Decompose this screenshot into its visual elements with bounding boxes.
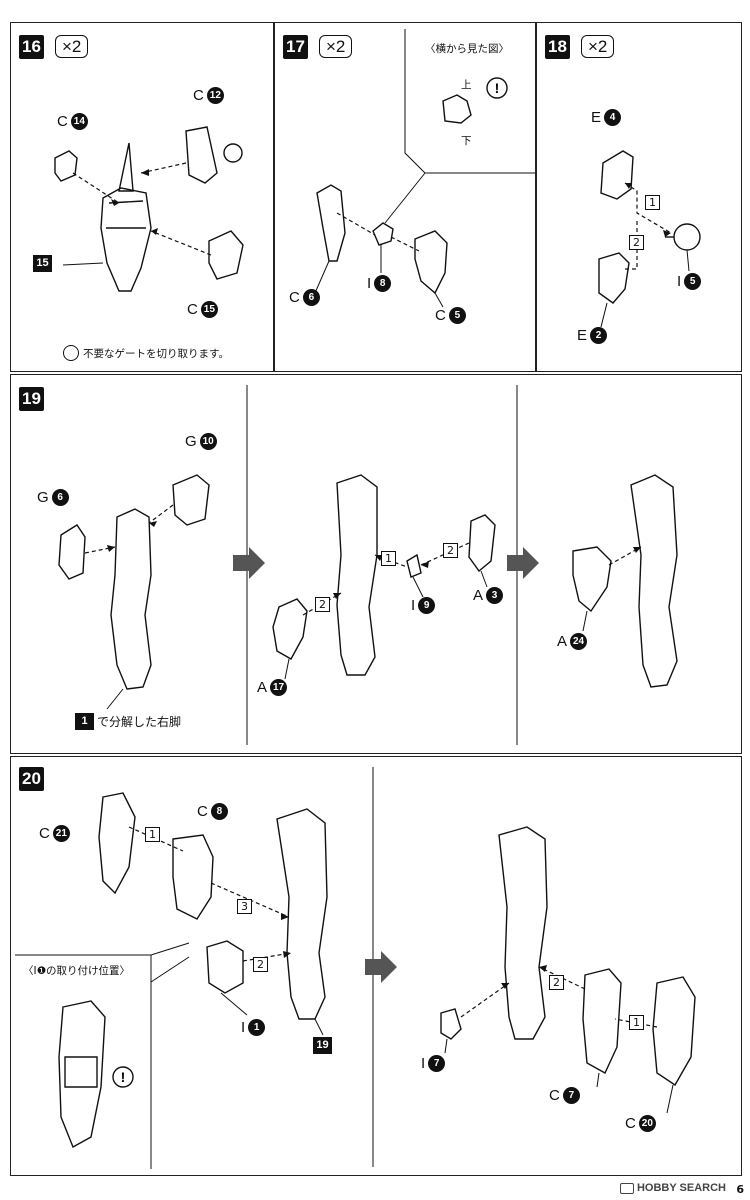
assembly-step-box: 1 [629, 1015, 644, 1030]
part-label-ref-15: 15 [33, 255, 52, 272]
camera-icon [619, 1182, 634, 1194]
step-number: 17 [283, 35, 308, 59]
inset-title: 〈横から見た図〉 [425, 43, 509, 55]
quantity-multiplier: ×2 [581, 35, 615, 58]
up-label: 上 [461, 79, 472, 91]
gate-cut-note: 不要なゲートを切り取ります。 [63, 345, 229, 361]
assembly-step-box: 2 [443, 543, 458, 558]
quantity-multiplier: ×2 [55, 35, 89, 58]
step-19-illustration [58, 385, 678, 745]
assembly-step-box: 2 [253, 957, 268, 972]
assembly-step-box: 2 [629, 235, 644, 250]
down-label: 下 [461, 135, 472, 147]
svg-text:!: ! [121, 1069, 126, 1085]
assembly-step-box: 1 [145, 827, 160, 842]
step-16-illustration [54, 126, 244, 292]
page-number: 6 [736, 1183, 744, 1196]
assembly-step-box: 2 [549, 975, 564, 990]
quantity-multiplier: ×2 [319, 35, 353, 58]
assembly-step-box: 3 [237, 899, 252, 914]
assembly-step-box: 1 [381, 551, 396, 566]
assembly-step-box: 2 [315, 597, 330, 612]
step-number: 18 [545, 35, 570, 59]
step-20-panel: 20 [10, 756, 742, 1176]
step-18-illustration [598, 150, 701, 328]
step-number: 16 [19, 35, 44, 59]
part-label-ref-19: 19 [313, 1037, 332, 1054]
svg-text:!: ! [495, 80, 500, 96]
step-19-panel: 19 [10, 374, 742, 754]
cut-icon [63, 345, 79, 361]
inset-title: 〈I❶の取り付け位置〉 [23, 965, 131, 977]
step-number: 20 [19, 767, 44, 791]
assembly-step-box: 1 [645, 195, 660, 210]
watermark: HOBBY SEARCH [619, 1182, 726, 1194]
step-number: 19 [19, 387, 44, 411]
step-17-illustration: ! [314, 29, 535, 308]
